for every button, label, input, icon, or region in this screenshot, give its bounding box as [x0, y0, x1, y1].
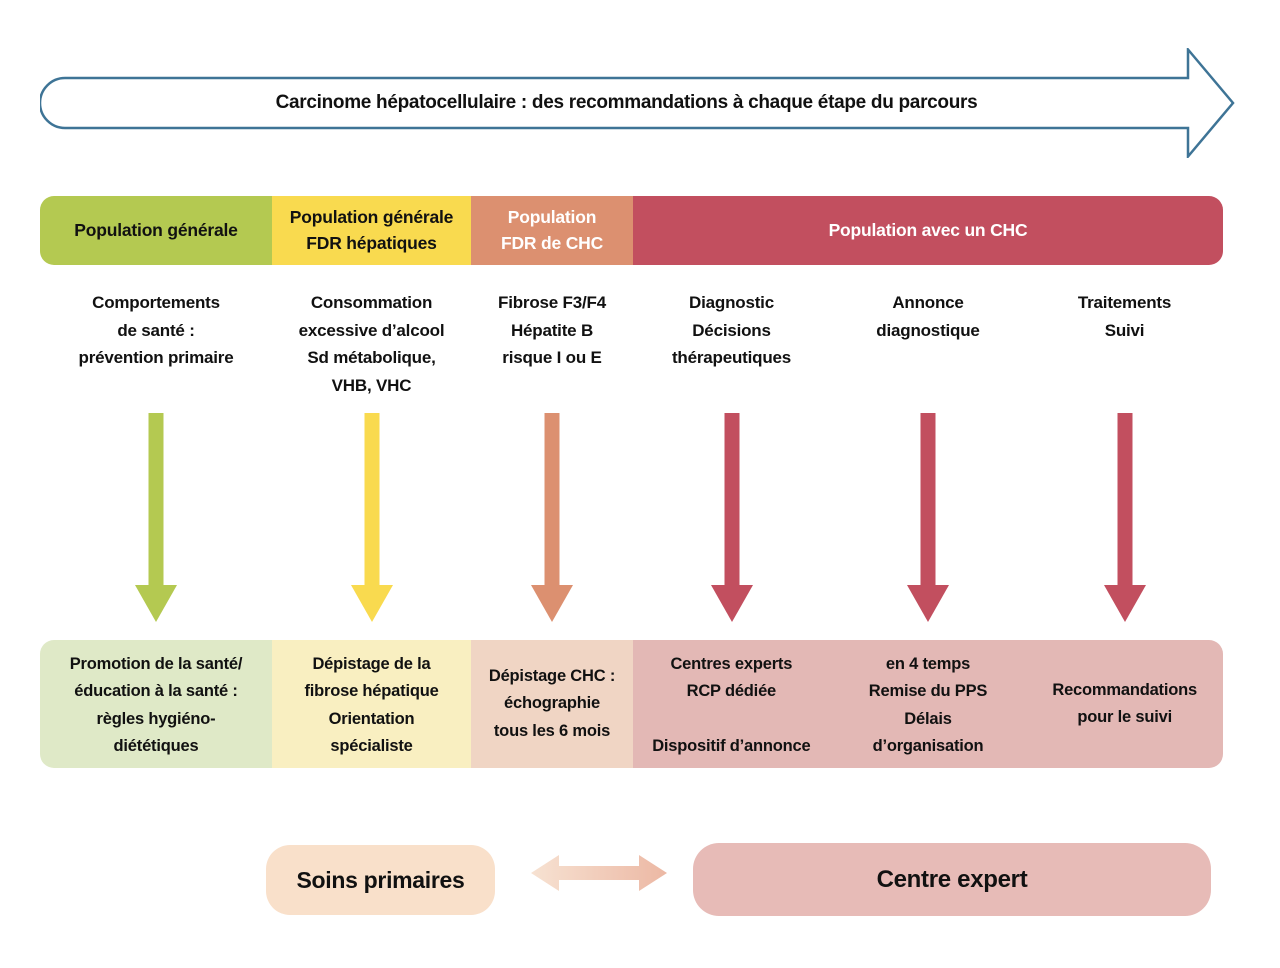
bidirectional-arrow-icon [531, 855, 667, 891]
arrow-column-2 [272, 413, 471, 622]
down-arrow-icon [531, 413, 573, 622]
outcome-centres-experts: Centres experts RCP dédiée Dispositif d’… [652, 655, 811, 756]
step-description-6: Traitements Suivi [1077, 293, 1172, 340]
down-arrow-icon [710, 413, 753, 622]
arrow-column-6 [1026, 413, 1223, 622]
step-description-1: Comportements de santé : prévention prim… [78, 293, 234, 368]
outcome-depistage-chc: Dépistage CHC : échographie tous les 6 m… [471, 640, 633, 768]
arrow-column-1 [40, 413, 272, 622]
header-population-avec-chc: Population avec un CHC [633, 196, 1223, 265]
step-description-3: Fibrose F3/F4 Hépatite B risque I ou E [498, 293, 606, 368]
outcome-promotion-sante: Promotion de la santé/ éducation à la sa… [40, 640, 272, 768]
banner-title: Carcinome hépatocellulaire : des recomma… [275, 92, 978, 113]
arrow-column-3 [471, 413, 633, 622]
header-population-fdr-chc: Population FDR de CHC [471, 196, 633, 265]
step-description-5: Annonce diagnostique [876, 293, 980, 340]
outcome-annonce-4-temps: en 4 temps Remise du PPS Délais d’organi… [868, 655, 988, 756]
arrow-column-5 [830, 413, 1026, 622]
step-description-2: Consommation excessive d’alcool Sd métab… [298, 293, 445, 395]
header-population-generale-fdr-hepatiques: Population générale FDR hépatiques [272, 196, 471, 265]
outcome-population-chc: Centres experts RCP dédiée Dispositif d’… [633, 640, 1223, 768]
right-arrow-banner-shape [40, 48, 1235, 158]
centre-expert-box: Centre expert [693, 843, 1211, 916]
down-arrow-icon [1103, 413, 1146, 622]
title-banner: Carcinome hépatocellulaire : des recomma… [40, 48, 1235, 158]
arrow-column-4 [633, 413, 830, 622]
outcome-depistage-fibrose: Dépistage de la fibrose hépatique Orient… [272, 640, 471, 768]
down-arrow-icon [350, 413, 393, 622]
soins-primaires-box: Soins primaires [266, 845, 495, 915]
down-arrow-icon [135, 413, 177, 622]
down-arrow-icon [907, 413, 949, 622]
header-population-generale: Population générale [40, 196, 272, 265]
outcome-recommandations-suivi: Recommandations pour le suivi [1052, 680, 1197, 726]
step-description-4: Diagnostic Décisions thérapeutiques [671, 293, 792, 368]
